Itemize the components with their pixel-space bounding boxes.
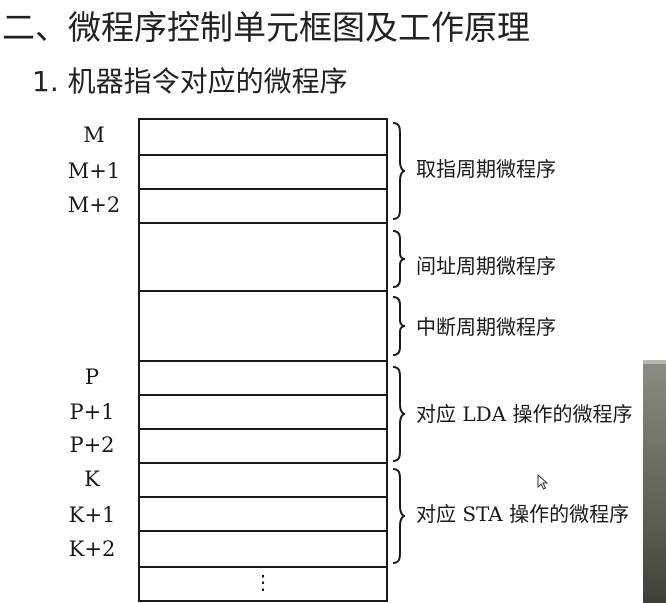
- brace-lda: [392, 366, 406, 462]
- memory-cell-k: [140, 462, 386, 496]
- sta-mnemonic: STA: [462, 502, 503, 526]
- memory-block-indirect: [140, 222, 386, 290]
- memory-cell-k1: [140, 496, 386, 530]
- address-label-k: K: [84, 467, 100, 491]
- slide-title: 二、微程序控制单元框图及工作原理: [2, 8, 530, 47]
- lda-mnemonic: LDA: [462, 402, 507, 426]
- address-label-p: P: [84, 365, 100, 389]
- ellipsis-mark: ⋮: [253, 570, 273, 594]
- memory-cell-p1: [140, 394, 386, 428]
- group-label-interrupt: 中断周期微程序: [416, 315, 556, 339]
- address-label-k2: K+2: [68, 537, 116, 561]
- brace-indirect: [392, 230, 406, 288]
- lda-label-suffix: 操作的微程序: [506, 402, 633, 426]
- address-label-p2: P+2: [69, 433, 115, 457]
- brace-interrupt: [392, 296, 406, 356]
- sta-label-prefix: 对应: [416, 502, 463, 526]
- video-top-edge: [643, 360, 666, 364]
- memory-cell-m1: [140, 154, 386, 188]
- presenter-video-thumbnail[interactable]: [643, 360, 666, 603]
- memory-block-interrupt: [140, 290, 386, 360]
- address-label-k1: K+1: [68, 503, 116, 527]
- group-label-lda: 对应 LDA 操作的微程序: [416, 400, 632, 428]
- address-label-m1: M+1: [67, 159, 121, 183]
- address-label-m2: M+2: [67, 193, 121, 217]
- slide-subtitle: 1. 机器指令对应的微程序: [32, 65, 348, 98]
- sta-label-suffix: 操作的微程序: [502, 502, 630, 526]
- mouse-pointer-icon: [537, 474, 549, 490]
- group-label-indirect: 间址周期微程序: [416, 254, 556, 278]
- lda-label-prefix: 对应: [416, 402, 463, 426]
- memory-cell-p: [140, 360, 386, 394]
- group-label-sta: 对应 STA 操作的微程序: [416, 500, 629, 528]
- memory-cell-continuation: ⋮: [140, 566, 386, 600]
- memory-cell-m2: [140, 188, 386, 222]
- memory-cell-m: [140, 120, 386, 154]
- group-label-fetch: 取指周期微程序: [416, 157, 556, 181]
- memory-cell-p2: [140, 428, 386, 462]
- control-memory-diagram: ⋮: [138, 118, 388, 602]
- address-label-p1: P+1: [69, 400, 115, 424]
- brace-sta: [392, 468, 406, 564]
- brace-fetch: [392, 122, 406, 220]
- address-label-m: M: [83, 123, 105, 147]
- memory-cell-k2: [140, 530, 386, 566]
